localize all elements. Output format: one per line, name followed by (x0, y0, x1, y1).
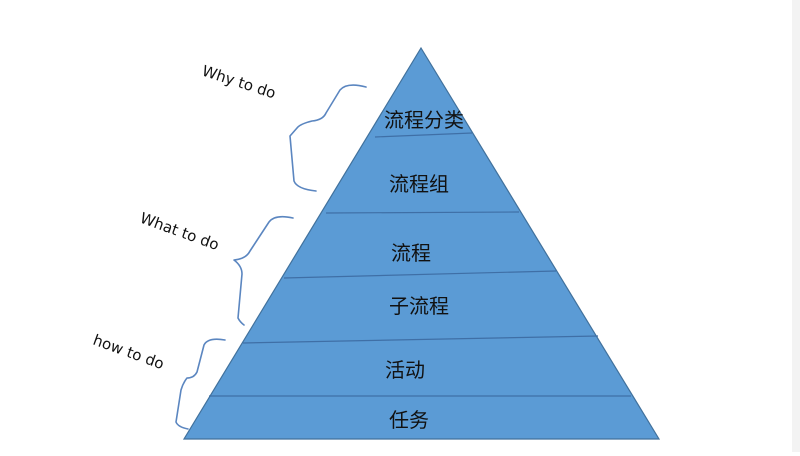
layer-label-subprocess: 子流程 (389, 294, 449, 318)
group-label-what: What to do (138, 209, 222, 254)
layer-label-task: 任务 (389, 408, 429, 432)
layer-divider (242, 335, 599, 344)
layer-divider (325, 211, 520, 214)
layer-label-process-category: 流程分类 (384, 108, 464, 132)
bracket-how (175, 338, 226, 430)
layer-label-activity: 活动 (385, 358, 425, 382)
layer-divider (283, 270, 557, 279)
layer-label-process-group: 流程组 (389, 172, 449, 196)
bracket-what (233, 215, 294, 326)
scrollbar-track (792, 0, 800, 452)
group-label-how: how to do (91, 331, 167, 373)
group-label-why: Why to do (200, 62, 278, 103)
bracket-why (289, 84, 367, 192)
layer-divider (374, 132, 473, 138)
layer-label-process: 流程 (391, 241, 431, 265)
